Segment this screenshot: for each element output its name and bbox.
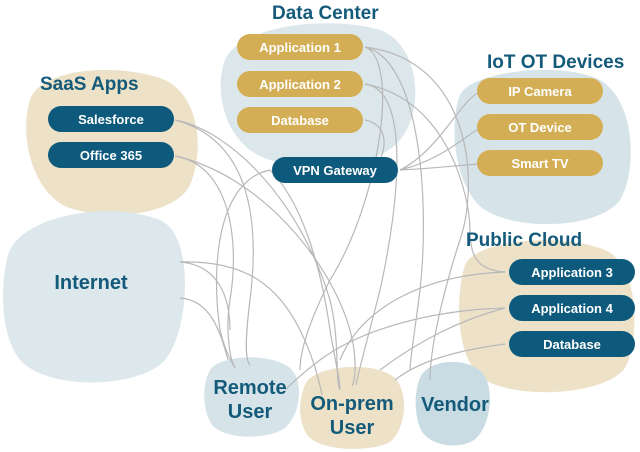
- connector-line: [284, 307, 506, 391]
- dc-application-1[interactable]: Application 1: [237, 34, 363, 60]
- remoteuser-blob: [204, 357, 300, 437]
- vendor-blob: [415, 361, 490, 446]
- connector-line: [215, 169, 271, 369]
- connector-line: [174, 155, 356, 387]
- connector-line: [179, 261, 323, 396]
- cloud-application-4[interactable]: Application 4: [509, 295, 635, 321]
- internet-label: Internet: [54, 272, 128, 294]
- connector-line: [364, 83, 506, 273]
- connector-line: [399, 91, 481, 171]
- iot-ot-device[interactable]: OT Device: [477, 114, 603, 140]
- iot-smart-tv[interactable]: Smart TV: [477, 150, 603, 176]
- data-center-title: Data Center: [272, 3, 379, 24]
- iot-blob: [454, 69, 631, 225]
- connector-line: [339, 271, 506, 361]
- connector-line: [394, 343, 506, 381]
- connector-line: [364, 46, 469, 381]
- remote-user-label: Remote User: [205, 376, 295, 424]
- dc-database[interactable]: Database: [237, 107, 363, 133]
- saas-office-365[interactable]: Office 365: [48, 142, 174, 168]
- saas-apps-title: SaaS Apps: [40, 74, 139, 95]
- connector-line: [399, 163, 481, 171]
- connection-lines: [174, 46, 506, 396]
- connector-line: [179, 261, 231, 331]
- onprem-user-line-1: On-prem: [310, 393, 394, 415]
- connector-line: [399, 127, 481, 171]
- dc-application-2[interactable]: Application 2: [237, 71, 363, 97]
- vpn-gateway[interactable]: VPN Gateway: [272, 157, 398, 183]
- connector-line: [174, 119, 254, 366]
- onpremuser-blob: [300, 366, 405, 449]
- onprem-user-label: On-prem User: [300, 392, 404, 440]
- iot-ip-camera[interactable]: IP Camera: [477, 78, 603, 104]
- connector-line: [364, 46, 425, 371]
- iot-title: IoT OT Devices: [487, 52, 625, 73]
- connector-line: [174, 155, 236, 369]
- remote-user-line-2: User: [227, 401, 273, 423]
- connector-line: [379, 307, 506, 371]
- remote-user-line-1: Remote: [213, 377, 287, 399]
- cloud-database[interactable]: Database: [509, 331, 635, 357]
- connector-line: [355, 83, 398, 386]
- internet-blob: [3, 211, 185, 383]
- public-cloud-title: Public Cloud: [466, 230, 583, 251]
- vendor-label: Vendor: [421, 394, 489, 416]
- saas-salesforce[interactable]: Salesforce: [48, 106, 174, 132]
- connector-line: [269, 169, 341, 391]
- connector-line: [179, 297, 229, 361]
- cloud-application-3[interactable]: Application 3: [509, 259, 635, 285]
- onprem-user-line-2: User: [329, 417, 375, 439]
